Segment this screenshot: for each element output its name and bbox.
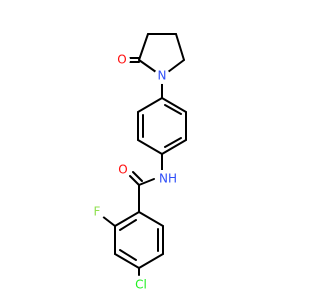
nitrogen-amide-label: NH [159, 172, 177, 186]
oxygen-pyrrolidinone-atom: O [114, 52, 130, 68]
bond-phenyl-4 [137, 139, 163, 155]
nitrogen-amide-atom: NH [155, 170, 181, 187]
nitrogen-pyrrolidinone-atom: N [154, 68, 170, 84]
bond-pyrrolidinone-ring-3 [175, 33, 185, 61]
nitrogen-pyrrolidinone-label: N [158, 69, 167, 83]
bond-benzene-inner-1 [119, 219, 137, 231]
molecule-diagram: O N O NH F Cl [89, 33, 187, 293]
fluorine-atom: F [89, 204, 105, 220]
bond-nh-to-carbonyl [138, 178, 155, 186]
bond-benzene-to-f [101, 215, 116, 227]
bond-pyrrolidinone-ring-1 [138, 33, 149, 61]
bond-layer [101, 33, 187, 276]
bond-benzene-3 [114, 253, 140, 269]
oxygen-pyrrolidinone-label: O [117, 53, 126, 67]
bond-phenyl-6 [137, 97, 163, 113]
bond-phenyl-3 [161, 139, 187, 155]
oxygen-amide-label: O [118, 163, 127, 177]
chlorine-atom: Cl [130, 277, 152, 293]
chlorine-label: Cl [135, 278, 147, 292]
bond-pyrrolidinone-ring-5 [138, 59, 157, 73]
fluorine-label: F [94, 205, 101, 219]
bond-benzene-4 [138, 253, 164, 269]
atom-label-layer: O N O NH F Cl [89, 52, 181, 293]
bond-phenyl-1 [161, 97, 187, 113]
bond-phenyl-inner-1 [164, 104, 182, 115]
bond-amide-c-o-1 [129, 175, 140, 186]
bond-benzene-6 [138, 211, 164, 227]
bond-amide-c-o-2 [132, 171, 143, 182]
oxygen-amide-atom: O [115, 162, 131, 178]
bond-benzene-1 [114, 211, 140, 227]
bond-phenyl-inner-2 [164, 137, 182, 148]
bond-pyrrolidinone-ring-4 [167, 59, 185, 73]
bond-benzene-inner-2 [119, 249, 137, 261]
